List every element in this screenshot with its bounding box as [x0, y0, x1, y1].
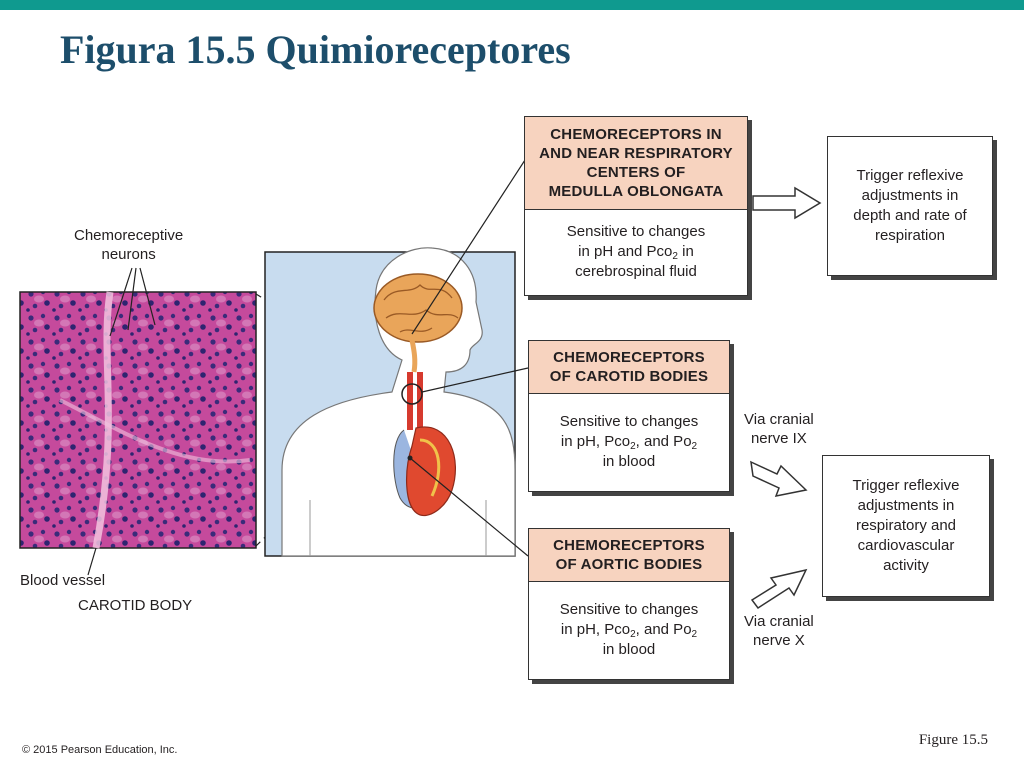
respiration-output-box: Trigger reflexive adjustments in depth a…: [827, 136, 993, 276]
top-accent-bar: [0, 0, 1024, 10]
histology-micrograph: [19, 291, 257, 549]
medulla-chemoreceptor-box: CHEMORECEPTORS IN AND NEAR RESPIRATORY C…: [524, 116, 748, 296]
carotid-chemoreceptor-box: CHEMORECEPTORS OF CAROTID BODIES Sensiti…: [528, 340, 730, 492]
via-nerve-x-label: Via cranial nerve X: [744, 613, 814, 649]
cardiovascular-output-box: Trigger reflexive adjustments in respira…: [822, 455, 990, 597]
copyright-notice: © 2015 Pearson Education, Inc.: [22, 744, 178, 756]
carotid-body-label: CAROTID BODY: [78, 597, 193, 614]
carotid-box-header: CHEMORECEPTORS OF CAROTID BODIES: [529, 341, 729, 394]
figure-number: Figure 15.5: [918, 732, 988, 748]
neuron-pointer-lines: [87, 267, 156, 576]
via-nerve-ix-label: Via cranial nerve IX: [744, 411, 814, 447]
aortic-box-header: CHEMORECEPTORS OF AORTIC BODIES: [529, 529, 729, 582]
arrow-medulla-to-output: [752, 186, 822, 220]
leader-lines: [409, 159, 529, 557]
medulla-box-body: Sensitive to changes in pH and Pco2 in c…: [566, 223, 706, 280]
aortic-box-body: Sensitive to changes in pH, Pco2, and Po…: [559, 601, 699, 658]
aortic-chemoreceptor-box: CHEMORECEPTORS OF AORTIC BODIES Sensitiv…: [528, 528, 730, 680]
arrow-aortic-to-output: [750, 568, 808, 610]
carotid-box-body: Sensitive to changes in pH, Pco2, and Po…: [559, 413, 699, 470]
heart-illustration: [393, 372, 456, 517]
blood-vessel-label: Blood vessel: [20, 572, 106, 589]
slide-title: Figura 15.5 Quimioreceptores: [60, 27, 571, 72]
chemoreceptive-neurons-label: Chemoreceptive neurons: [74, 227, 184, 263]
arrow-carotid-to-output: [750, 460, 808, 498]
medulla-box-header: CHEMORECEPTORS IN AND NEAR RESPIRATORY C…: [525, 117, 747, 210]
